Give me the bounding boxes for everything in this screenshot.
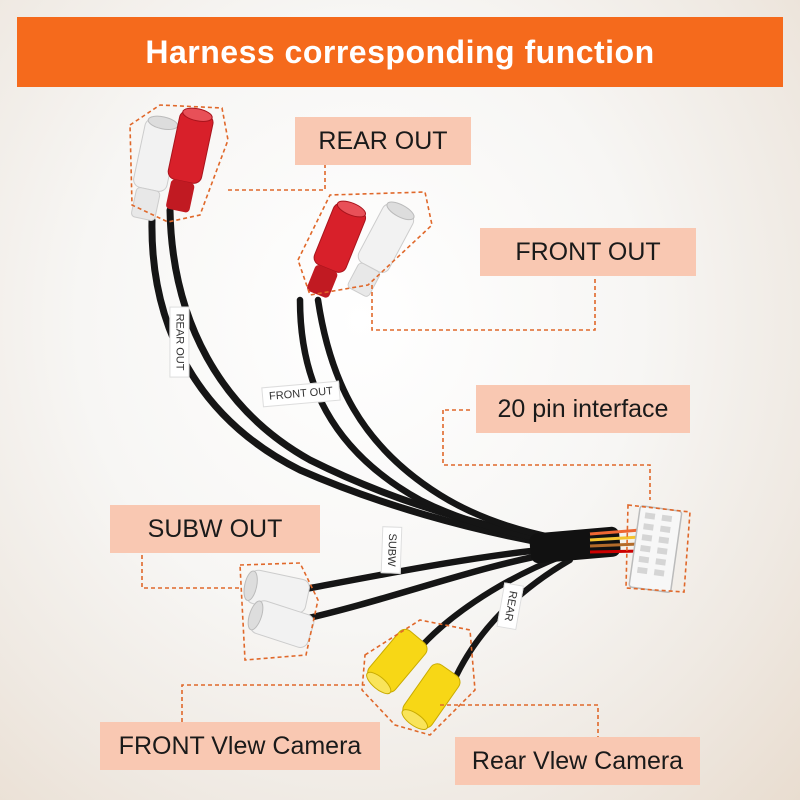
bundle-wires: [589, 528, 641, 554]
front-out-outline: [297, 191, 433, 296]
pin20-outline: [625, 504, 691, 593]
front-camera-leader: [181, 684, 365, 722]
rear-out-white-rca: [131, 115, 179, 221]
cable-tag-rear: REAR OUT: [169, 306, 190, 378]
cable-bundle: [529, 526, 621, 564]
subw-cable-1: [296, 544, 564, 594]
rear-camera-yellow-rca: [401, 663, 461, 730]
rear-out-outline: [129, 104, 229, 223]
front-out-label: FRONT OUT: [480, 228, 696, 276]
subw-cable-2: [296, 548, 564, 624]
rear-view-camera-label: Rear Vlew Camera: [455, 737, 700, 785]
front-view-camera-label: FRONT Vlew Camera: [100, 722, 380, 770]
front-out-cable-red: [296, 296, 559, 546]
rear-out-leader: [228, 165, 326, 191]
front-out-red-rca: [307, 200, 367, 298]
rear-out-label: REAR OUT: [295, 117, 471, 165]
camera-outline: [361, 619, 476, 736]
cable-tag-subw: SUBW: [380, 526, 403, 574]
title-bar: Harness corresponding function: [17, 17, 783, 87]
dashed-guides: [129, 104, 691, 737]
rear-camera-leader: [440, 704, 599, 737]
cables: [148, 206, 573, 693]
subw-out-label: SUBW OUT: [110, 505, 320, 553]
subw-leader: [141, 555, 240, 589]
front-camera-yellow-rca: [366, 628, 428, 695]
front-out-cable-white: [314, 296, 559, 542]
front-out-leader: [371, 276, 596, 331]
subw-outline: [239, 562, 319, 661]
page-title: Harness corresponding function: [145, 33, 655, 70]
rear-camera-cable: [447, 557, 573, 693]
pin20-interface-label: 20 pin interface: [476, 385, 690, 433]
rear-out-cable-white: [148, 216, 559, 549]
subw-white-rca-2: [247, 600, 315, 648]
rear-out-red-rca: [166, 107, 214, 213]
pin20-connector: [628, 505, 683, 593]
